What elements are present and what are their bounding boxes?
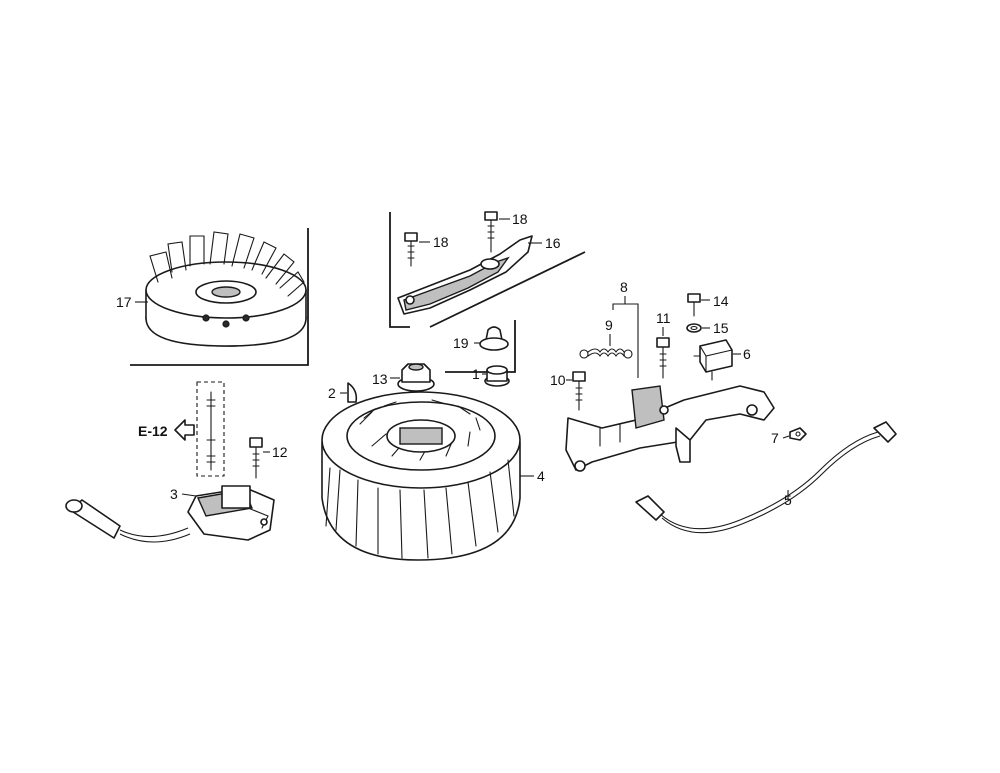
bolt-part-10 <box>566 371 586 411</box>
flange-nut-part-13 <box>390 363 435 392</box>
leader-8 <box>612 303 639 378</box>
callout-14: 14 <box>713 293 729 309</box>
grommet-part-1 <box>482 365 510 387</box>
callout-1: 1 <box>472 366 480 382</box>
bolt-part-18-left <box>404 232 430 267</box>
stop-switch-part-6 <box>693 339 741 381</box>
spring-part-9 <box>579 334 633 359</box>
frame-19 <box>445 320 516 373</box>
callout-11: 11 <box>656 310 671 326</box>
callout-19: 19 <box>453 335 469 351</box>
callout-12: 12 <box>272 444 288 460</box>
ignition-coil-part-3 <box>65 485 275 543</box>
reference-arrow <box>174 419 195 441</box>
callout-3: 3 <box>170 486 178 502</box>
stud-bolt-group <box>196 381 225 477</box>
frame-16-left <box>389 212 410 328</box>
bolt-part-12 <box>249 437 270 479</box>
cooling-fan-part-4 <box>321 391 534 561</box>
callout-10: 10 <box>550 372 566 388</box>
washer-part-15 <box>686 323 710 333</box>
callout-15: 15 <box>713 320 729 336</box>
callout-18-left: 18 <box>433 234 449 250</box>
dashed-box <box>196 381 225 477</box>
callout-13: 13 <box>372 371 388 387</box>
screw-part-14 <box>687 293 710 317</box>
key-part-2 <box>340 382 358 403</box>
frame-17 <box>130 228 309 366</box>
stator-bracket-part-16 <box>389 212 586 328</box>
callout-8: 8 <box>620 279 628 295</box>
callout-7: 7 <box>771 430 779 446</box>
callout-2: 2 <box>328 385 336 401</box>
grommet-part-19 <box>445 320 516 373</box>
callout-17: 17 <box>116 294 132 310</box>
clip-part-7 <box>782 427 807 441</box>
reference-label-e12: E-12 <box>138 423 168 439</box>
control-base-plate <box>565 385 775 472</box>
callout-16: 16 <box>545 235 561 251</box>
wire-part-5 <box>635 421 897 534</box>
frame-16-diagonal <box>429 251 586 328</box>
bolt-part-18-right <box>484 211 510 253</box>
callout-4: 4 <box>537 468 545 484</box>
flywheel-part-17 <box>130 228 309 366</box>
callout-6: 6 <box>743 346 751 362</box>
callout-18-right: 18 <box>512 211 528 227</box>
callout-5: 5 <box>784 492 792 508</box>
callout-9: 9 <box>605 317 613 333</box>
bolt-part-11 <box>656 327 670 379</box>
